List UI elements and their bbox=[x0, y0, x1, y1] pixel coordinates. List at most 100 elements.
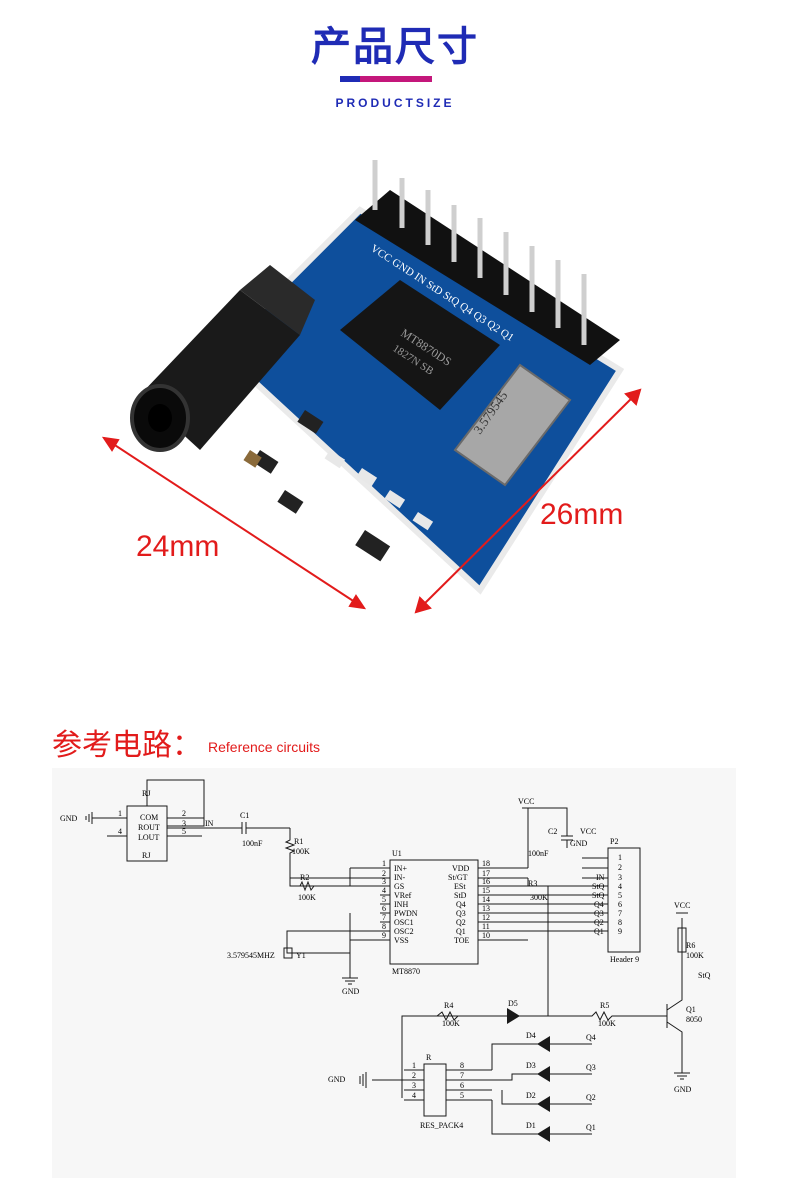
svg-text:7: 7 bbox=[460, 1071, 464, 1080]
svg-text:4: 4 bbox=[412, 1091, 416, 1100]
svg-text:StQ: StQ bbox=[592, 882, 605, 891]
svg-text:ROUT: ROUT bbox=[138, 823, 160, 832]
svg-text:17: 17 bbox=[482, 869, 490, 878]
svg-text:7: 7 bbox=[618, 909, 622, 918]
svg-text:16: 16 bbox=[482, 877, 490, 886]
svg-text:6: 6 bbox=[460, 1081, 464, 1090]
svg-text:D5: D5 bbox=[508, 999, 518, 1008]
width-dimension-label: 24mm bbox=[136, 530, 220, 563]
height-dimension-label: 26mm bbox=[540, 498, 624, 531]
page-subtitle: PRODUCTSIZE bbox=[335, 96, 455, 110]
svg-text:10: 10 bbox=[482, 931, 490, 940]
svg-text:3: 3 bbox=[182, 819, 186, 828]
svg-text:Header 9: Header 9 bbox=[610, 955, 639, 964]
svg-text:Q3: Q3 bbox=[594, 909, 604, 918]
svg-text:TOE: TOE bbox=[454, 936, 470, 945]
svg-text:COM: COM bbox=[140, 813, 158, 822]
svg-text:1: 1 bbox=[382, 859, 386, 868]
svg-text:3: 3 bbox=[412, 1081, 416, 1090]
svg-text:GND: GND bbox=[674, 1085, 692, 1094]
svg-text:4: 4 bbox=[118, 827, 122, 836]
svg-text:100K: 100K bbox=[292, 847, 310, 856]
svg-text:100nF: 100nF bbox=[528, 849, 549, 858]
svg-text:9: 9 bbox=[618, 927, 622, 936]
svg-text:C1: C1 bbox=[240, 811, 249, 820]
svg-text:VCC: VCC bbox=[580, 827, 596, 836]
svg-text:6: 6 bbox=[382, 904, 386, 913]
pin-header bbox=[355, 160, 620, 365]
page-title: 产品尺寸 bbox=[311, 24, 479, 70]
svg-text:StQ: StQ bbox=[698, 971, 711, 980]
svg-text:VCC: VCC bbox=[674, 901, 690, 910]
svg-text:2: 2 bbox=[382, 869, 386, 878]
svg-text:R: R bbox=[426, 1053, 432, 1062]
svg-text:7: 7 bbox=[382, 913, 386, 922]
svg-text:1: 1 bbox=[412, 1061, 416, 1070]
svg-text:C2: C2 bbox=[548, 827, 557, 836]
svg-text:5: 5 bbox=[460, 1091, 464, 1100]
svg-text:5: 5 bbox=[382, 895, 386, 904]
svg-text:GND: GND bbox=[60, 814, 78, 823]
svg-text:2: 2 bbox=[618, 863, 622, 872]
svg-text:D3: D3 bbox=[526, 1061, 536, 1070]
svg-text:Q1: Q1 bbox=[586, 1123, 596, 1132]
svg-text:2: 2 bbox=[182, 809, 186, 818]
svg-text:Q2: Q2 bbox=[594, 918, 604, 927]
svg-text:8: 8 bbox=[382, 922, 386, 931]
schematic-panel: GND RJ COM ROUT LOUT RJ 1 2 3 4 5 IN C1 … bbox=[52, 768, 736, 1178]
svg-text:Q2: Q2 bbox=[586, 1093, 596, 1102]
svg-text:Q2: Q2 bbox=[456, 918, 466, 927]
svg-text:8: 8 bbox=[618, 918, 622, 927]
svg-text:Q3: Q3 bbox=[586, 1063, 596, 1072]
svg-text:300K: 300K bbox=[530, 893, 548, 902]
svg-text:6: 6 bbox=[618, 900, 622, 909]
svg-text:Q4: Q4 bbox=[586, 1033, 596, 1042]
svg-text:3: 3 bbox=[618, 873, 622, 882]
svg-text:OSC1: OSC1 bbox=[394, 918, 414, 927]
svg-text:D1: D1 bbox=[526, 1121, 536, 1130]
height-dimension-arrow bbox=[414, 388, 642, 614]
svg-text:Q1: Q1 bbox=[456, 927, 466, 936]
svg-text:St/GT: St/GT bbox=[448, 873, 468, 882]
svg-text:100K: 100K bbox=[298, 893, 316, 902]
svg-text:ESt: ESt bbox=[454, 882, 466, 891]
title-underline-blue bbox=[340, 76, 368, 82]
svg-text:1: 1 bbox=[618, 853, 622, 862]
svg-text:100K: 100K bbox=[598, 1019, 616, 1028]
svg-text:18: 18 bbox=[482, 859, 490, 868]
svg-text:5: 5 bbox=[182, 827, 186, 836]
svg-text:3: 3 bbox=[382, 877, 386, 886]
svg-text:Q4: Q4 bbox=[456, 900, 466, 909]
svg-text:Q1: Q1 bbox=[594, 927, 604, 936]
svg-text:100K: 100K bbox=[442, 1019, 460, 1028]
pcb-board bbox=[215, 206, 625, 595]
svg-text:VCC: VCC bbox=[518, 797, 534, 806]
svg-text:GND: GND bbox=[570, 839, 588, 848]
svg-text:GND: GND bbox=[328, 1075, 346, 1084]
svg-text:GND: GND bbox=[342, 987, 360, 996]
svg-text:R1: R1 bbox=[294, 837, 303, 846]
svg-text:IN-: IN- bbox=[394, 873, 405, 882]
svg-text:P2: P2 bbox=[610, 837, 618, 846]
svg-text:MT8870: MT8870 bbox=[392, 967, 420, 976]
svg-text:VSS: VSS bbox=[394, 936, 409, 945]
svg-text:15: 15 bbox=[482, 886, 490, 895]
svg-text:4: 4 bbox=[618, 882, 622, 891]
svg-text:14: 14 bbox=[482, 895, 490, 904]
section-title-en: Reference circuits bbox=[208, 738, 321, 755]
product-photo: VCC GND IN StD StQ Q4 Q3 Q2 Q1 MT8870DS … bbox=[101, 160, 642, 614]
svg-text:12: 12 bbox=[482, 913, 490, 922]
svg-text:INH: INH bbox=[394, 900, 408, 909]
svg-text:PWDN: PWDN bbox=[394, 909, 418, 918]
svg-text:LOUT: LOUT bbox=[138, 833, 159, 842]
svg-text:R4: R4 bbox=[444, 1001, 453, 1010]
svg-text:Q1: Q1 bbox=[686, 1005, 696, 1014]
svg-text:IN: IN bbox=[205, 819, 214, 828]
svg-text:D4: D4 bbox=[526, 1031, 536, 1040]
svg-text:1: 1 bbox=[118, 809, 122, 818]
svg-text:VRef: VRef bbox=[394, 891, 412, 900]
svg-text:5: 5 bbox=[618, 891, 622, 900]
svg-text:D2: D2 bbox=[526, 1091, 536, 1100]
svg-text:R5: R5 bbox=[600, 1001, 609, 1010]
svg-text:RJ: RJ bbox=[142, 851, 150, 860]
